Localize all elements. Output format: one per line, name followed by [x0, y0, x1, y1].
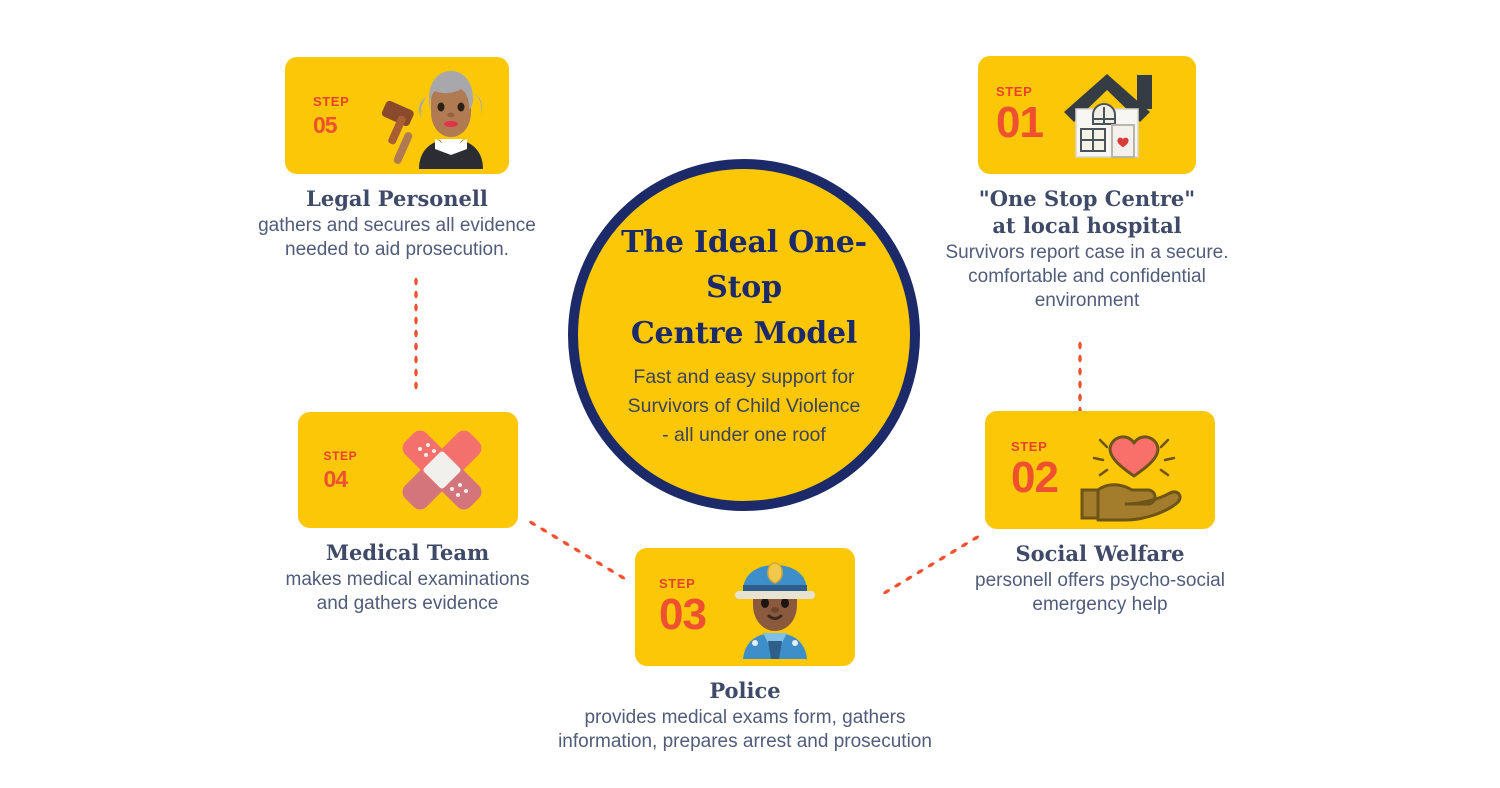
step-card-05[interactable]: STEP 05 [285, 57, 509, 174]
step-number-03: STEP 03 [659, 577, 715, 637]
step-body-03: provides medical exams form, gathers inf… [558, 706, 932, 754]
step-word-label: STEP [1011, 439, 1048, 454]
step-body-line-1: personell offers psycho-social [975, 569, 1225, 591]
step-title-03: Police [558, 678, 932, 705]
step-digit-label: 02 [1011, 453, 1059, 502]
center-subtitle-line-2: Survivors of Child Violence [627, 394, 861, 417]
step-title-line-1: Medical Team [325, 540, 490, 565]
step-digit-label: 04 [323, 465, 349, 492]
center-title-line-2: Centre Model [630, 315, 858, 351]
hand-holding-heart-icon [1067, 414, 1201, 526]
step-caption-04: Medical Team makes medical examinations … [286, 540, 530, 616]
judge-with-gavel-icon [371, 60, 501, 172]
step-body-01: Survivors report case in a secure. comfo… [945, 241, 1228, 313]
step-title-line-2: at local hospital [992, 212, 1182, 238]
step-body-line-2: emergency help [1032, 594, 1168, 615]
step-number-04: STEP 04 [324, 450, 376, 491]
step-card-01[interactable]: STEP 01 [978, 56, 1196, 174]
step-caption-05: Legal Personell gathers and secures all … [258, 186, 536, 262]
center-hub: The Ideal One-Stop Centre Model Fast and… [568, 159, 920, 511]
center-subtitle-line-1: Fast and easy support for [633, 365, 855, 388]
center-title-line-1: The Ideal One-Stop [621, 224, 867, 306]
step-block-05: STEP 05 [222, 57, 572, 262]
step-digit-label: 05 [313, 111, 338, 138]
step-digit-label: 01 [996, 98, 1044, 147]
center-subtitle: Fast and easy support for Survivors of C… [628, 363, 861, 451]
connector-step01-to-step02 [1077, 339, 1083, 411]
step-word-label: STEP [996, 84, 1033, 99]
step-block-04: STEP 04 [250, 412, 565, 616]
step-title-line-1: Police [709, 678, 781, 703]
step-title-line-1: Social Welfare [1015, 541, 1185, 566]
center-title: The Ideal One-Stop Centre Model [609, 220, 879, 357]
step-body-04: makes medical examinations and gathers e… [286, 568, 530, 616]
step-body-line-2: needed to aid prosecution. [285, 239, 509, 260]
step-title-02: Social Welfare [975, 541, 1225, 568]
step-caption-03: Police provides medical exams form, gath… [558, 678, 932, 754]
connector-step04-to-step05 [413, 275, 419, 393]
step-card-02[interactable]: STEP 02 [985, 411, 1215, 529]
step-title-line-1: Legal Personell [306, 186, 488, 211]
step-word-label: STEP [659, 576, 696, 591]
center-subtitle-line-3: - all under one roof [662, 424, 826, 447]
step-word-label: STEP [313, 93, 350, 109]
step-body-05: gathers and secures all evidence needed … [258, 214, 536, 262]
house-with-heart-icon [1048, 60, 1178, 170]
step-body-line-2: and gathers evidence [316, 593, 499, 614]
step-block-03: STEP 03 [510, 548, 980, 754]
step-title-line-1: "One Stop Centre" [978, 186, 1196, 211]
crossed-bandages-icon [376, 414, 508, 526]
step-number-05: STEP 05 [313, 95, 371, 137]
step-card-03[interactable]: STEP 03 [635, 548, 855, 666]
step-title-05: Legal Personell [258, 186, 536, 213]
step-body-line-2: information, prepares arrest and prosecu… [558, 731, 932, 752]
step-caption-02: Social Welfare personell offers psycho-s… [975, 541, 1225, 617]
step-number-02: STEP 02 [1011, 440, 1067, 500]
step-body-line-1: provides medical exams form, gathers [584, 706, 906, 728]
step-word-label: STEP [323, 448, 358, 463]
step-body-line-3: environment [1034, 290, 1140, 311]
step-digit-label: 03 [659, 590, 707, 639]
step-caption-01: "One Stop Centre" at local hospital Surv… [945, 186, 1228, 313]
step-title-01: "One Stop Centre" at local hospital [945, 186, 1228, 240]
police-officer-icon [715, 551, 835, 663]
step-block-01: STEP 01 [937, 56, 1237, 313]
step-title-04: Medical Team [286, 540, 530, 567]
step-body-line-1: makes medical examinations [285, 568, 530, 590]
step-number-01: STEP 01 [996, 85, 1048, 145]
step-body-02: personell offers psycho-social emergency… [975, 569, 1225, 617]
step-body-line-1: Survivors report case in a secure. [945, 241, 1229, 263]
step-block-02: STEP 02 [945, 411, 1255, 617]
step-body-line-1: gathers and secures all evidence [258, 214, 536, 236]
step-card-04[interactable]: STEP 04 [297, 412, 518, 528]
step-body-line-2: comfortable and confidential [968, 265, 1206, 287]
